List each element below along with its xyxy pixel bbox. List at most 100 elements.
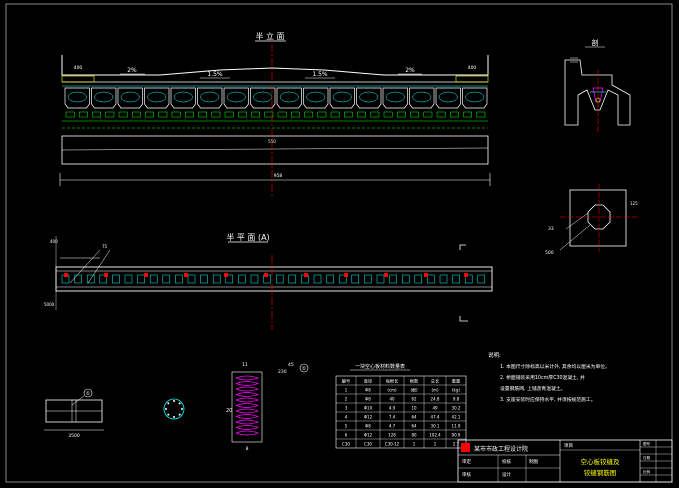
bearing-pad xyxy=(238,111,247,118)
table-cell: 42.1 xyxy=(452,414,461,419)
note-line: 3. 支座安装时应保持水平, 并须按规范施工。 xyxy=(500,396,596,403)
spring-coils xyxy=(235,375,260,436)
hollow-slab xyxy=(409,87,435,109)
slab-void xyxy=(385,91,405,103)
table-cell: 128 xyxy=(388,432,396,437)
table-cell: 4.9 xyxy=(389,405,396,410)
table-cell: 2 xyxy=(345,396,348,401)
drawing-subtitle: 铰缝钢筋图 xyxy=(584,468,617,477)
plan-hole xyxy=(288,274,297,284)
svg-text:125: 125 xyxy=(630,201,638,206)
table-header: 总长 xyxy=(431,377,440,384)
plan-dim: 400 xyxy=(50,239,58,244)
slope-label: 1.5% xyxy=(312,71,328,78)
plan-marker xyxy=(144,273,148,277)
slab-void xyxy=(332,91,352,103)
bearing-pad xyxy=(357,111,366,118)
plan-hole xyxy=(351,274,360,284)
plan-hole-row xyxy=(61,273,486,284)
bearing-pad xyxy=(397,111,406,118)
plan-hole xyxy=(427,274,435,284)
hollow-slab xyxy=(223,87,249,109)
plan-hole xyxy=(477,274,486,284)
elevation-view: 半 立 面 2% 1.5% 1.5% 2% 400 400 550 958 xyxy=(59,31,491,196)
table-cell: 40 xyxy=(389,396,395,401)
table-cell: 7.4 xyxy=(389,414,396,419)
spring-coil xyxy=(235,414,260,419)
hollow-slab xyxy=(144,87,170,109)
bearing-pad xyxy=(171,111,181,118)
plan-hole xyxy=(124,274,133,284)
ring-dot xyxy=(181,408,183,410)
bearing-pad xyxy=(450,111,459,118)
bearing-pad xyxy=(79,111,88,118)
slab-void xyxy=(226,91,246,103)
slope-label: 2% xyxy=(127,67,137,74)
ring-dot xyxy=(167,402,170,405)
spring-coil xyxy=(235,392,260,397)
slope-label: 2% xyxy=(405,67,415,74)
company-logo xyxy=(461,443,470,452)
table-cell: 4 xyxy=(345,414,348,419)
spring-detail: 45 230 11 20 8 ① xyxy=(226,362,309,452)
spring-coil xyxy=(235,397,260,403)
curb-dim: 400 xyxy=(468,65,477,71)
bearing-pad xyxy=(344,111,353,118)
slab-void xyxy=(173,91,193,103)
plan-hole xyxy=(187,274,196,284)
plan-hole xyxy=(250,274,259,284)
elevation-title: 半 立 面 xyxy=(255,31,284,41)
plan-hole xyxy=(225,274,234,284)
bearing-pad xyxy=(92,111,101,118)
table-cell: Φ8 xyxy=(365,423,371,428)
bearing-pad xyxy=(251,111,260,118)
table-cell: 3 xyxy=(345,405,348,410)
plan-hole xyxy=(401,274,410,284)
spring-coil xyxy=(235,403,260,408)
plan-marker xyxy=(384,273,388,277)
table-cell: (m) xyxy=(431,387,438,392)
hollow-slab xyxy=(250,87,276,109)
title-cell: 制图 xyxy=(529,458,538,465)
plan-marker xyxy=(264,273,268,277)
title-block: 某市市政工程设计院 审定 审核 校核 设计 制图 项目 图号 日期 比例 空心板… xyxy=(457,439,673,483)
plan-hole xyxy=(74,274,82,284)
table-cell: 64 xyxy=(411,423,417,428)
plan-marker xyxy=(344,273,348,277)
slab-void xyxy=(412,91,432,103)
slab-void xyxy=(438,91,458,103)
plan-dim: 5000 xyxy=(44,302,55,307)
plan-hole xyxy=(162,274,171,284)
slab-void xyxy=(279,91,299,103)
hollow-slab xyxy=(435,87,461,109)
title-cell: 图号 xyxy=(643,441,651,446)
table-cell: 5 xyxy=(345,423,348,428)
ring-rebar-dots xyxy=(165,400,183,418)
spring-coil xyxy=(235,381,260,386)
bearing-pad xyxy=(158,111,168,118)
spring-coil xyxy=(235,375,260,381)
title-cell: 设计 xyxy=(502,471,511,478)
bearing-pad xyxy=(118,111,128,118)
table-cell: (根) xyxy=(410,386,418,392)
table-cell: 10 xyxy=(411,405,417,410)
hollow-slab xyxy=(170,87,196,109)
note-line: 2. 桥面铺装采用10cm厚C30混凝土, 并 xyxy=(500,374,585,381)
plan-hole xyxy=(137,274,145,284)
bearing-pad xyxy=(317,111,327,118)
table-cell: 11.9 xyxy=(452,423,461,428)
title-cell: 比例 xyxy=(643,469,651,474)
bearing-pad xyxy=(145,111,154,118)
rebar-dim: 3500 xyxy=(68,433,80,439)
table-header: 重量 xyxy=(452,377,460,384)
plan-marker xyxy=(424,273,428,277)
plan-hole xyxy=(200,274,208,284)
table-cell: 1 xyxy=(434,441,437,446)
spring-coil xyxy=(235,419,260,425)
title-cell: 审定 xyxy=(462,458,471,465)
table-cell: Φ12 xyxy=(364,414,373,419)
rebar-detail: 3500 ① xyxy=(44,388,185,439)
slab-void xyxy=(465,91,485,103)
slab-void xyxy=(359,91,379,103)
plan-hole xyxy=(275,274,284,284)
